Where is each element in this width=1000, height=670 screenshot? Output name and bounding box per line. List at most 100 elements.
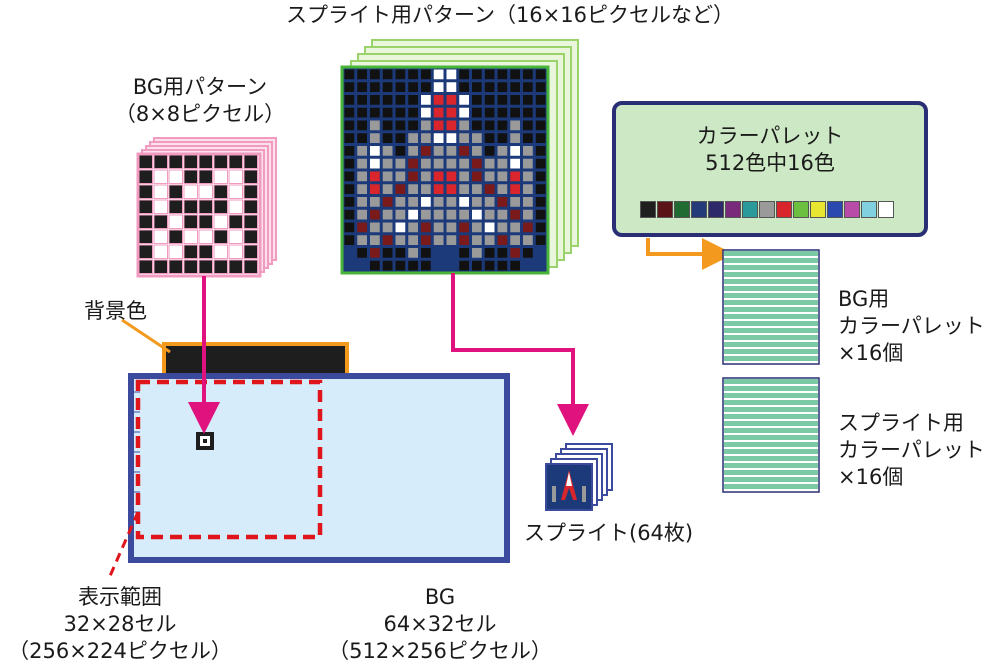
sprite-pattern-pixel bbox=[421, 158, 431, 169]
sprite-pattern-pixel bbox=[395, 120, 406, 131]
sprite-pattern-pixel bbox=[497, 171, 508, 182]
sprite-pattern-pixel bbox=[408, 222, 418, 233]
sprite-pattern-pixel bbox=[459, 248, 469, 258]
sprite-pattern-pixel bbox=[510, 133, 520, 143]
palette-strip bbox=[724, 342, 818, 347]
sprite-pattern-pixel bbox=[484, 82, 495, 92]
sprite-pattern-pixel bbox=[523, 69, 533, 80]
bg-pattern-pixel bbox=[138, 259, 153, 274]
sprite-pattern-pixel bbox=[484, 235, 495, 245]
sprite-pattern-pixel bbox=[382, 69, 393, 80]
sprite-pattern-pixel bbox=[433, 209, 444, 220]
bg-pattern-pixel bbox=[153, 184, 168, 199]
sprite-pattern-pixel bbox=[459, 222, 469, 233]
sprite-pattern-pixel bbox=[344, 209, 355, 220]
sprite-pattern-pixel bbox=[472, 235, 482, 245]
sprite-pattern-pixel bbox=[357, 184, 367, 194]
sprite-pattern-pixel bbox=[484, 260, 495, 271]
sprite-pattern-pixel bbox=[357, 158, 367, 169]
palette-strip bbox=[724, 470, 818, 475]
bg-pattern-pixel bbox=[213, 184, 228, 199]
sprite-pattern-pixel bbox=[446, 95, 457, 105]
sprite-pattern-pixel bbox=[408, 146, 418, 156]
bg-pattern-pixel bbox=[243, 229, 258, 244]
bg-palette-label-line2: カラーパレット bbox=[838, 314, 985, 338]
sprite-pattern-pixel bbox=[357, 222, 367, 233]
palette-strip bbox=[724, 258, 818, 263]
sprite-pattern-pixel bbox=[497, 209, 508, 220]
sprite-pattern-pixel bbox=[510, 69, 520, 80]
palette-strip bbox=[724, 293, 818, 298]
sprite-pattern-pixel bbox=[408, 171, 418, 182]
sprite-pattern-pixel bbox=[421, 171, 431, 182]
sprite-pattern-pixel bbox=[408, 184, 418, 194]
sprite-pattern-pixel bbox=[370, 222, 380, 233]
bg-pattern-pixel bbox=[183, 184, 198, 199]
sprite-pattern-pixel bbox=[484, 171, 495, 182]
sprite-pattern-pixel bbox=[497, 260, 508, 271]
display-area-label-line3: （256×224ピクセル） bbox=[8, 639, 232, 663]
background-color-pointer bbox=[121, 318, 171, 354]
sprite-pattern-pixel bbox=[408, 260, 418, 271]
palette-strip bbox=[724, 421, 818, 426]
sprite-pattern-pixel bbox=[523, 197, 533, 207]
sprite-pattern-pixel bbox=[370, 197, 380, 207]
sprite-pattern-pixel bbox=[535, 235, 546, 245]
sprite-pattern-pixel bbox=[523, 120, 533, 131]
placed-bg-tile bbox=[196, 432, 214, 450]
sprite-pattern-pixel bbox=[497, 120, 508, 131]
sprite-pattern-pixel bbox=[370, 82, 380, 92]
sprite-pattern-pixel bbox=[510, 260, 520, 271]
sprite-pattern-pixel bbox=[510, 197, 520, 207]
sprite-pattern-pixel bbox=[370, 107, 380, 118]
bg-pattern-pixel bbox=[228, 154, 243, 169]
sprite-pattern-pixel bbox=[344, 107, 355, 118]
sprite-pattern-pixel bbox=[459, 69, 469, 80]
bg-pattern-pixel bbox=[198, 244, 213, 259]
sprite-pattern-pixel bbox=[523, 107, 533, 118]
bg-pattern-pixel bbox=[213, 229, 228, 244]
bg-pattern-pixel bbox=[213, 154, 228, 169]
sprite-pattern-pixel bbox=[433, 158, 444, 169]
palette-strip bbox=[724, 321, 818, 326]
sprite-pattern-pixel bbox=[395, 197, 406, 207]
bg-pattern-pixel bbox=[168, 214, 183, 229]
sprite-pattern-pixel bbox=[535, 95, 546, 105]
palette-strip bbox=[724, 335, 818, 340]
bg-pattern-pixel bbox=[228, 169, 243, 184]
sprite-pattern-pixel bbox=[535, 133, 546, 143]
bg-pattern-pixel bbox=[168, 169, 183, 184]
sprite-pattern-pixel bbox=[344, 146, 355, 156]
bg-pattern-pixel bbox=[243, 259, 258, 274]
sprite-pattern-pixel bbox=[421, 184, 431, 194]
sprite-pattern-pixel bbox=[382, 260, 393, 271]
sprite-pattern-pixel bbox=[433, 82, 444, 92]
sprite-pattern-pixel bbox=[472, 184, 482, 194]
sprite-stack bbox=[545, 443, 613, 511]
bg-pattern-pixel bbox=[228, 214, 243, 229]
sprite-pattern-pixel bbox=[421, 235, 431, 245]
sprite-pattern-pixel bbox=[446, 197, 457, 207]
bg-pattern-pixel bbox=[243, 169, 258, 184]
sprite-pattern-pixel bbox=[484, 197, 495, 207]
sprite-pattern-pixel bbox=[523, 209, 533, 220]
sprite-pattern-pixel bbox=[357, 235, 367, 245]
sprite-pattern-pixel bbox=[382, 197, 393, 207]
palette-strip bbox=[724, 328, 818, 333]
sprite-pattern-pixel bbox=[433, 69, 444, 80]
sprite-pattern-pixel bbox=[446, 248, 457, 258]
bg-label-line1: BG bbox=[424, 585, 456, 609]
bg-pattern-pixel bbox=[198, 229, 213, 244]
bg-pattern-pixel bbox=[213, 199, 228, 214]
palette-strip bbox=[724, 286, 818, 291]
sprite-pattern-pixel bbox=[459, 209, 469, 220]
sprite-pattern-pixel bbox=[344, 120, 355, 131]
bg-pattern-stack bbox=[136, 137, 277, 278]
palette-strip bbox=[724, 400, 818, 405]
palette-strip bbox=[724, 356, 818, 361]
bg-pattern-pixel bbox=[198, 169, 213, 184]
sprite-pattern-pixel bbox=[484, 158, 495, 169]
sprite-pattern-pixel bbox=[459, 133, 469, 143]
sprite-pattern-pixel bbox=[370, 184, 380, 194]
sprite-pattern-pixel bbox=[344, 95, 355, 105]
